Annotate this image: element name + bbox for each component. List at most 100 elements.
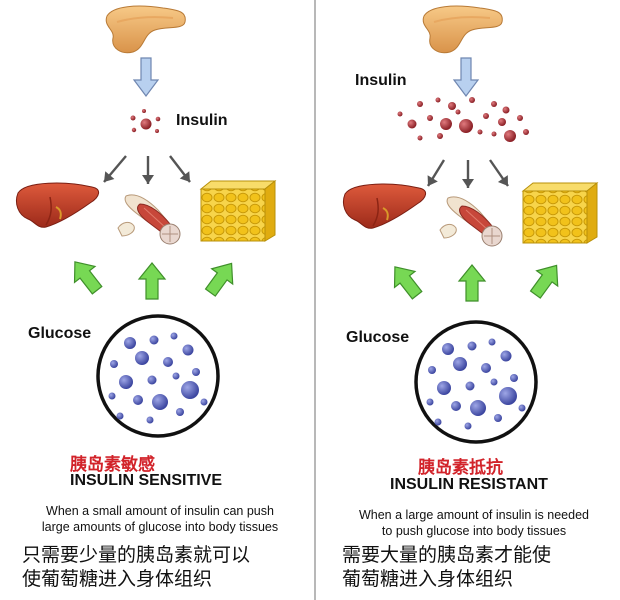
glucose-dot xyxy=(110,360,118,368)
glucose-dot xyxy=(172,372,180,380)
liver-icon xyxy=(342,183,426,229)
glucose-dot xyxy=(442,343,454,355)
fat-tissue-icon xyxy=(521,181,599,244)
left-panel xyxy=(15,5,277,438)
insulin-dot xyxy=(435,97,441,103)
insulin-dot xyxy=(427,115,433,121)
dark-arrow xyxy=(169,155,191,183)
glucose-dot xyxy=(451,401,461,411)
glucose-dot xyxy=(152,394,168,410)
down-arrow-blue xyxy=(132,57,160,97)
insulin-dot xyxy=(407,119,417,129)
glucose-dot xyxy=(490,378,498,386)
glucose-dot xyxy=(108,392,116,400)
right-caption-line1: When a large amount of insulin is needed xyxy=(358,508,589,522)
glucose-dot xyxy=(437,381,451,395)
insulin-dot xyxy=(155,129,159,133)
up-arrow-green xyxy=(529,264,559,299)
up-arrow-green xyxy=(393,266,423,300)
insulin-dot xyxy=(502,106,510,114)
insulin-dot xyxy=(517,115,523,121)
glucose-dot xyxy=(494,414,502,422)
glucose-dot xyxy=(426,398,434,406)
insulin-dot xyxy=(440,118,452,130)
left-insulin-label: Insulin xyxy=(176,112,228,129)
insulin-dot xyxy=(477,129,483,135)
liver-icon xyxy=(15,182,99,228)
up-arrow-green xyxy=(204,262,234,297)
left-cn-caption-line2: 使葡萄糖进入身体组织 xyxy=(22,568,213,590)
glucose-dot xyxy=(434,418,442,426)
left-caption-line1: When a small amount of insulin can push xyxy=(46,504,274,518)
glucose-dot xyxy=(428,366,436,374)
insulin-dot xyxy=(483,113,489,119)
dark-arrow xyxy=(426,159,446,187)
insulin-dot xyxy=(504,130,516,142)
glucose-dot xyxy=(149,335,159,345)
glucose-circle xyxy=(96,314,220,438)
insulin-dot xyxy=(130,115,136,121)
left-cn-caption-line1: 只需要少量的胰岛素就可以 xyxy=(22,544,251,566)
glucose-dot xyxy=(170,332,178,340)
glucose-dot xyxy=(181,381,199,399)
pancreas-icon xyxy=(422,5,503,54)
insulin-dot xyxy=(140,118,152,130)
muscle-icon xyxy=(439,196,503,247)
glucose-dot xyxy=(176,408,184,416)
insulin-dot xyxy=(155,116,161,122)
glucose-dot xyxy=(518,404,526,412)
glucose-dot xyxy=(488,338,496,346)
pancreas-icon xyxy=(105,5,186,54)
up-arrow-green xyxy=(137,262,167,300)
insulin-dot xyxy=(448,102,456,110)
glucose-dot xyxy=(499,387,517,405)
glucose-dot xyxy=(146,416,154,424)
glucose-dot xyxy=(116,412,124,420)
left-glucose-label: Glucose xyxy=(28,325,92,342)
insulin-dot xyxy=(131,127,137,133)
glucose-dot xyxy=(453,357,467,371)
glucose-dot xyxy=(464,422,472,430)
right-en-title: INSULIN RESISTANT xyxy=(390,476,548,493)
glucose-dot xyxy=(133,395,143,405)
glucose-dot xyxy=(147,375,157,385)
right-cn-caption: 需要大量的胰岛素才能使 葡萄糖进入身体组织 xyxy=(342,543,551,591)
left-caption: When a small amount of insulin can push … xyxy=(20,503,300,535)
glucose-dot xyxy=(481,363,491,373)
down-arrow-blue xyxy=(452,57,480,97)
left-cn-caption: 只需要少量的胰岛素就可以 使葡萄糖进入身体组织 xyxy=(22,543,250,591)
glucose-dot xyxy=(500,350,512,362)
insulin-dot xyxy=(417,101,423,107)
glucose-dot xyxy=(200,398,208,406)
insulin-dot xyxy=(523,129,529,135)
right-caption: When a large amount of insulin is needed… xyxy=(332,507,616,539)
insulin-dot xyxy=(455,109,461,115)
insulin-dot xyxy=(397,111,403,117)
right-glucose-label: Glucose xyxy=(346,329,410,346)
glucose-dot xyxy=(467,341,477,351)
dark-arrow xyxy=(462,160,474,188)
right-cn-caption-line2: 葡萄糖进入身体组织 xyxy=(342,568,514,590)
glucose-dot xyxy=(182,344,194,356)
insulin-dot xyxy=(459,119,473,133)
insulin-dot xyxy=(437,133,443,139)
glucose-dot xyxy=(135,351,149,365)
glucose-dot xyxy=(124,337,136,349)
right-caption-line2: to push glucose into body tissues xyxy=(381,524,567,538)
left-caption-line2: large amounts of glucose into body tissu… xyxy=(41,520,279,534)
fat-tissue-icon xyxy=(199,179,277,242)
right-panel xyxy=(342,5,599,444)
glucose-dot xyxy=(163,357,173,367)
insulin-dot xyxy=(417,135,423,141)
right-cn-title: 胰岛素抵抗 xyxy=(418,458,503,478)
insulin-dot xyxy=(142,109,146,113)
up-arrow-green xyxy=(457,264,487,302)
insulin-dot xyxy=(491,101,497,107)
right-insulin-label: Insulin xyxy=(355,72,407,89)
glucose-dot xyxy=(119,375,133,389)
glucose-dot xyxy=(510,374,518,382)
insulin-dot xyxy=(491,131,497,137)
insulin-dot xyxy=(498,118,506,126)
